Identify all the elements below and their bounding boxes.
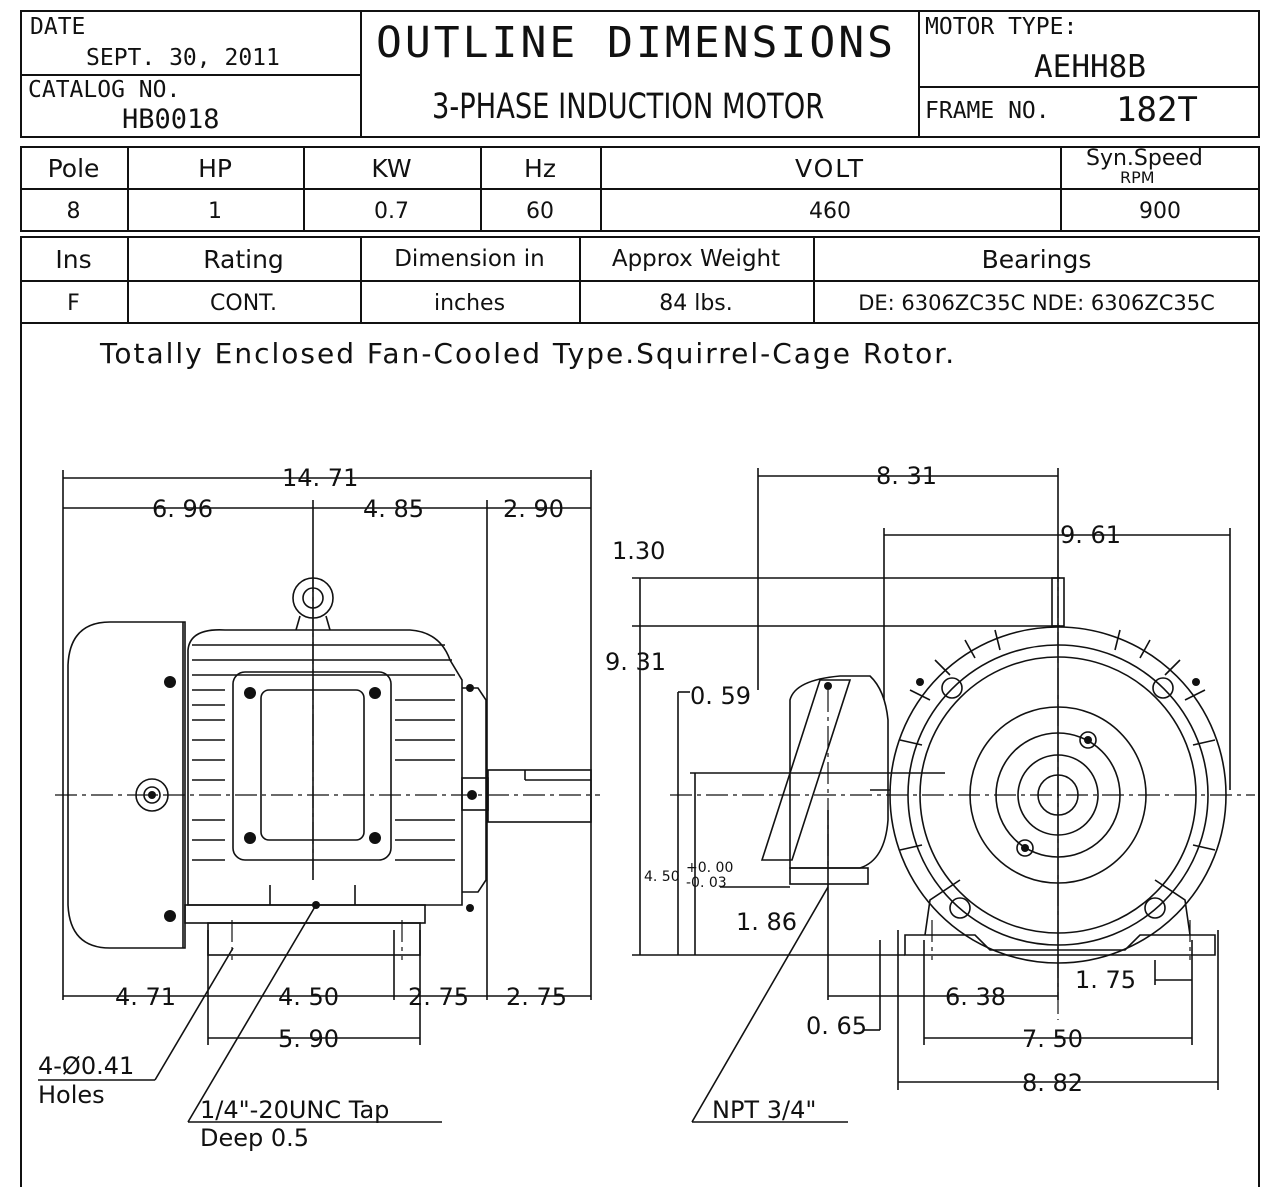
motor-type-label: MOTOR TYPE: xyxy=(925,14,1078,40)
header-volt: VOLT xyxy=(794,153,866,183)
header-rpm: RPM xyxy=(1120,168,1155,187)
header-rating: Rating xyxy=(203,244,284,274)
header-hz: Hz xyxy=(524,153,556,183)
dim-g: 2. 75 xyxy=(506,983,567,1011)
frame-label: FRAME NO. xyxy=(925,98,1050,124)
dim-box-drop: 1. 86 xyxy=(736,908,797,936)
frame-value: 182T xyxy=(1116,90,1198,130)
dim-key: 1.30 xyxy=(612,537,665,565)
dim-c: 2. 90 xyxy=(503,495,564,523)
conduit-label: NPT 3/4" xyxy=(712,1096,816,1124)
date-value: SEPT. 30, 2011 xyxy=(86,45,280,71)
catalog-value: HB0018 xyxy=(122,104,220,135)
header-dimension: Dimension in xyxy=(394,246,545,272)
page-subtitle: 3-PHASE INDUCTION MOTOR xyxy=(432,87,825,127)
dim-feet-span: 7. 50 xyxy=(1022,1025,1083,1053)
header-ins: Ins xyxy=(55,244,92,274)
dim-tol-plus: +0. 00 xyxy=(686,860,733,876)
header-weight: Approx Weight xyxy=(611,246,781,272)
dim-base-width: 8. 82 xyxy=(1022,1069,1083,1097)
header-pole: Pole xyxy=(47,153,100,183)
value-dimension: inches xyxy=(433,290,506,316)
dim-shaft-height: 4. 50 xyxy=(644,869,680,885)
dim-f: 2. 75 xyxy=(408,983,469,1011)
header-syn-speed: Syn.Speed xyxy=(1086,146,1203,171)
dim-height: 9. 31 xyxy=(605,648,666,676)
value-ins: F xyxy=(67,290,80,316)
tap-label-2: Deep 0.5 xyxy=(200,1124,309,1152)
dim-top: 8. 31 xyxy=(876,462,937,490)
tap-label-1: 1/4"-20UNC Tap xyxy=(200,1096,389,1124)
dim-center-conduit: 6. 38 xyxy=(945,983,1006,1011)
value-kw: 0.7 xyxy=(374,198,409,224)
motor-type-value: AEHH8B xyxy=(1034,49,1146,85)
value-rating: CONT. xyxy=(210,290,277,316)
value-pole: 8 xyxy=(66,198,81,224)
dim-width: 9. 61 xyxy=(1060,521,1121,549)
holes-label-2: Holes xyxy=(38,1081,105,1109)
date-label: DATE xyxy=(30,14,86,40)
dim-e: 4. 50 xyxy=(278,983,339,1011)
catalog-label: CATALOG NO. xyxy=(28,77,181,103)
dim-tol-minus: -0. 03 xyxy=(686,875,727,891)
header-bearings: Bearings xyxy=(981,244,1092,274)
dim-d: 4. 71 xyxy=(115,983,176,1011)
dim-box-offset: 0. 59 xyxy=(690,682,751,710)
value-hp: 1 xyxy=(208,198,222,224)
value-hz: 60 xyxy=(526,198,554,224)
description-text: Totally Enclosed Fan-Cooled Type.Squirre… xyxy=(100,337,957,370)
value-syn-speed: 900 xyxy=(1139,198,1181,224)
header-kw: KW xyxy=(371,153,412,183)
value-volt: 460 xyxy=(809,198,851,224)
dim-overall: 14. 71 xyxy=(282,464,358,492)
header-hp: HP xyxy=(198,153,232,183)
page-title: OUTLINE DIMENSIONS xyxy=(376,18,896,68)
dim-feet-gap: 0. 65 xyxy=(806,1012,867,1040)
dim-h: 5. 90 xyxy=(278,1025,339,1053)
dim-a: 6. 96 xyxy=(152,495,213,523)
holes-label-1: 4-Ø0.41 xyxy=(38,1052,134,1080)
dim-b: 4. 85 xyxy=(363,495,424,523)
dim-foot-thick: 1. 75 xyxy=(1075,966,1136,994)
value-bearings: DE: 6306ZC35C NDE: 6306ZC35C xyxy=(858,291,1215,315)
value-weight: 84 lbs. xyxy=(659,290,733,316)
